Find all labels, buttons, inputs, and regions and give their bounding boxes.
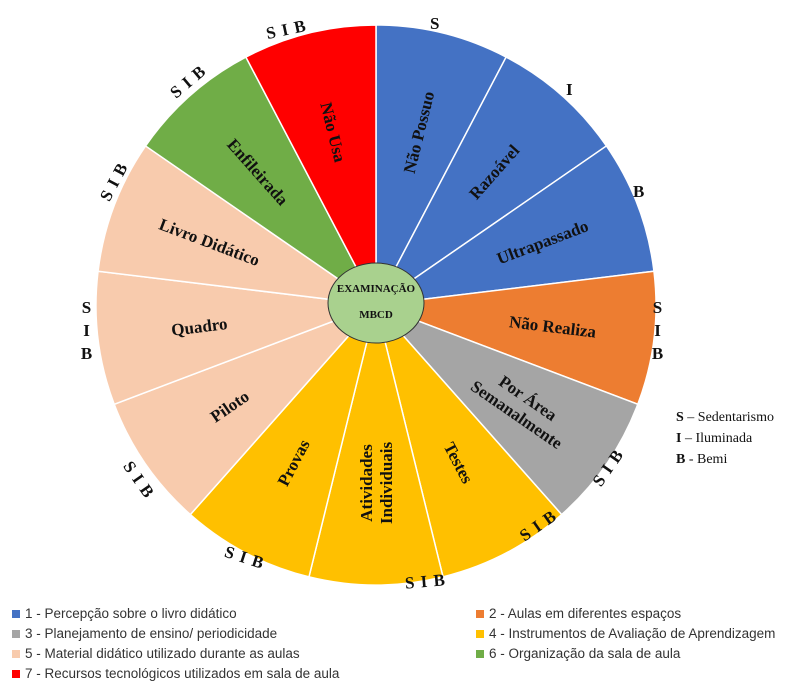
legend-swatch xyxy=(12,649,20,658)
legend-item-7: 7 - Recursos tecnológicos utilizados em … xyxy=(12,666,339,681)
outer-label-orange: S I B xyxy=(651,298,665,363)
pie-slice xyxy=(375,270,657,406)
outer-label-yellow-atividades: S I B xyxy=(404,570,447,593)
legend-item-6: 6 - Organização da sala de aula xyxy=(476,646,680,661)
pie-slice xyxy=(97,144,377,306)
legend-item-5: 5 - Material didático utilizado durante … xyxy=(12,646,300,661)
pie-slice xyxy=(375,24,508,306)
pie-slice xyxy=(375,56,608,306)
pie-slice xyxy=(189,304,377,578)
outer-label-blue-i: I xyxy=(566,80,574,99)
legend-item-4: 4 - Instrumentos de Avaliação de Aprendi… xyxy=(476,626,775,641)
center-circle xyxy=(327,262,425,344)
center-subtitle: MBCD xyxy=(359,309,393,321)
pie-slice xyxy=(244,24,377,306)
legend-swatch xyxy=(12,629,20,638)
slice-label: AtividadesIndividuais xyxy=(357,442,396,525)
legend-swatch xyxy=(12,609,20,618)
pie-slice xyxy=(375,304,563,578)
legend-swatch xyxy=(12,669,20,678)
outer-label-blue-b: B xyxy=(633,182,646,201)
pie-slice xyxy=(375,144,655,306)
legend-swatch xyxy=(476,609,484,618)
legend-swatch xyxy=(476,649,484,658)
pie-slice xyxy=(113,304,377,516)
pie-slice xyxy=(144,56,377,306)
pie-slice xyxy=(308,304,444,586)
key-sedentarismo: S – Sedentarismo xyxy=(676,410,775,425)
key-iluminada: I – Iluminada xyxy=(676,431,753,446)
legend-item-2: 2 - Aulas em diferentes espaços xyxy=(476,606,681,621)
legend-swatch xyxy=(476,629,484,638)
key-bemi: B - Bemi xyxy=(676,452,728,467)
legend-item-1: 1 - Percepção sobre o livro didático xyxy=(12,606,237,621)
outer-label-blue-s: S xyxy=(430,14,441,33)
pie-slice xyxy=(375,304,639,516)
outer-label-peach-quadro: S I B xyxy=(80,298,94,363)
legend-item-3: 3 - Planejamento de ensino/ periodicidad… xyxy=(12,626,277,641)
center-title: EXAMINAÇÃO xyxy=(337,283,416,295)
pie-slice xyxy=(95,270,377,406)
